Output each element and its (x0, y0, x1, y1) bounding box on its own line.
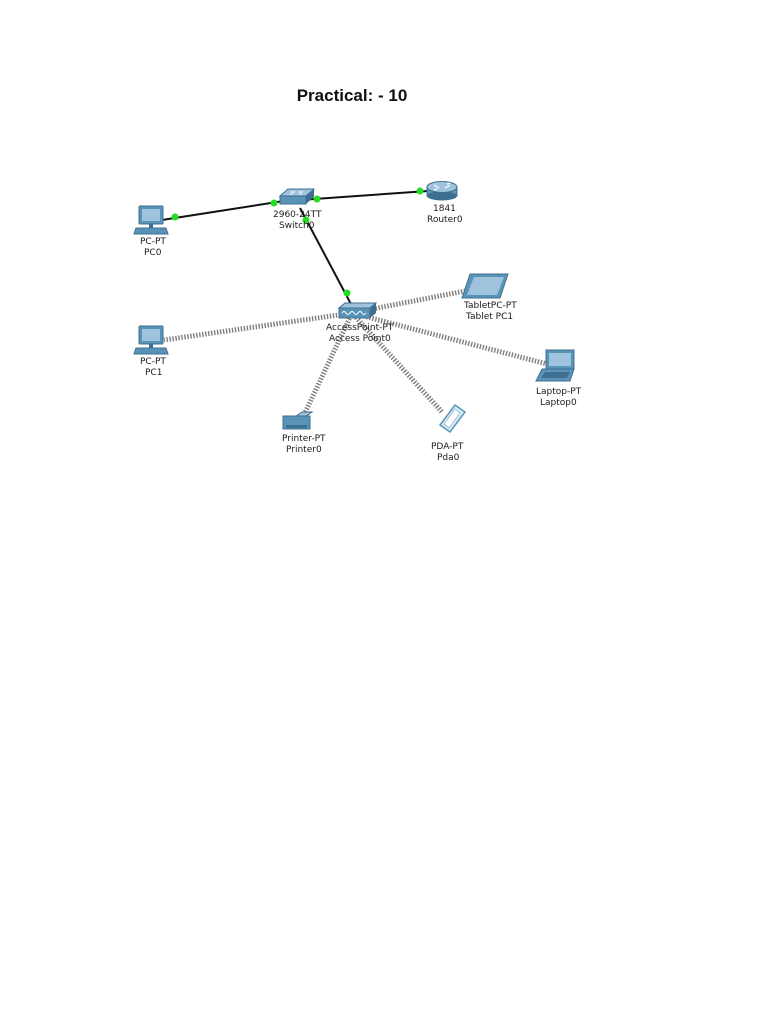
device-switch0[interactable]: 2960-24TT Switch0 (273, 188, 322, 231)
devices-layer: PC-PT PC0 2960-24TT Switch0 1841 Route (133, 181, 582, 463)
link-ap0-printer0[interactable] (300, 311, 355, 419)
pda-icon (438, 403, 467, 434)
device-name-label: PC0 (144, 248, 162, 258)
link-ap0-pc1[interactable] (163, 310, 353, 343)
device-name-label: Tablet PC1 (465, 312, 513, 322)
device-laptop0[interactable]: Laptop-PT Laptop0 (535, 349, 582, 408)
device-model-label: PDA-PT (431, 442, 464, 452)
tablet-icon (461, 273, 509, 299)
switch-icon (278, 188, 316, 205)
device-model-label: 2960-24TT (273, 210, 322, 220)
device-model-label: PC-PT (140, 357, 166, 367)
port-light-switch0-down (302, 216, 310, 224)
device-pc1[interactable]: PC-PT PC1 (133, 325, 169, 378)
port-light-pc0 (171, 213, 179, 221)
port-light-router0 (416, 187, 424, 195)
device-model-label: Printer-PT (282, 434, 326, 444)
link-switch0-router0[interactable] (299, 190, 429, 201)
page-title: Practical: - 10 (296, 86, 408, 105)
link-ap0-pda0[interactable] (350, 311, 444, 414)
device-pda0[interactable]: PDA-PT Pda0 (431, 403, 467, 463)
router-icon (426, 181, 458, 201)
desktop-pc-icon (133, 205, 169, 235)
device-name-label: PC1 (145, 368, 162, 378)
port-light-switch0-left (270, 199, 278, 207)
device-model-label: PC-PT (140, 237, 166, 247)
link-ap0-tablet1[interactable] (351, 287, 471, 316)
printer-icon (282, 411, 314, 430)
desktop-pc-icon (133, 325, 169, 355)
device-model-label: AccessPoint-PT (326, 323, 394, 333)
port-light-ap0 (343, 289, 351, 297)
link-switch0-ap0[interactable] (299, 207, 353, 307)
access-point-icon (337, 302, 378, 319)
device-name-label: Access Point0 (329, 334, 391, 344)
device-tablet1[interactable]: TabletPC-PT Tablet PC1 (461, 273, 517, 322)
link-pc0-switch0[interactable] (161, 199, 291, 221)
device-model-label: TabletPC-PT (463, 301, 517, 311)
device-pc0[interactable]: PC-PT PC0 (133, 205, 169, 258)
links-layer (161, 187, 548, 419)
device-model-label: Laptop-PT (536, 387, 582, 397)
device-name-label: Printer0 (286, 445, 322, 455)
laptop-icon (535, 349, 575, 382)
device-name-label: Laptop0 (540, 398, 577, 408)
port-light-switch0-right (313, 195, 321, 203)
device-model-label: 1841 (433, 204, 456, 214)
device-name-label: Switch0 (279, 221, 315, 231)
device-router0[interactable]: 1841 Router0 (426, 181, 463, 226)
device-name-label: Pda0 (437, 453, 460, 463)
device-printer0[interactable]: Printer-PT Printer0 (282, 411, 326, 455)
device-name-label: Router0 (427, 215, 463, 225)
link-ap0-laptop0[interactable] (351, 310, 548, 367)
device-ap0[interactable]: AccessPoint-PT Access Point0 (326, 302, 394, 344)
